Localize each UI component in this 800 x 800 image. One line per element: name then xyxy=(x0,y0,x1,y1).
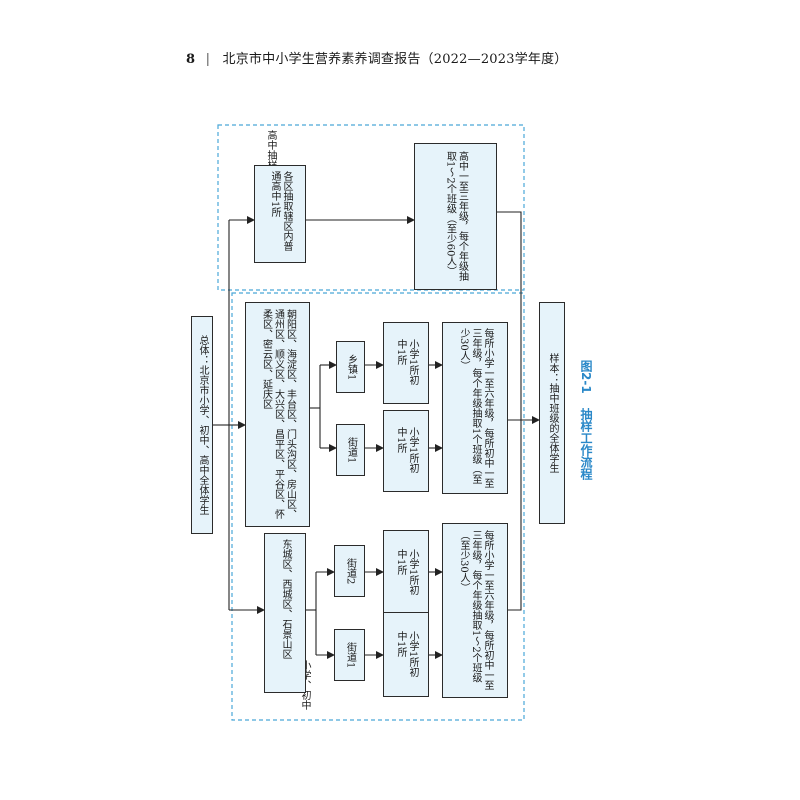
group-b-districts-box: 东城区、西城区、石景山区 xyxy=(264,533,306,693)
sample-text: 样本：抽中班级的全体学生 xyxy=(547,353,558,473)
town-school-box: 小学1所初中1所 xyxy=(383,322,429,404)
street-a-school-box: 小学1所初中1所 xyxy=(383,410,429,492)
page-number: 8 xyxy=(186,52,196,67)
high-school-region-label: 高中抽样 xyxy=(265,130,276,170)
primary-middle-region xyxy=(231,292,525,721)
street1-b-box: 街道1 xyxy=(334,629,365,681)
high-school-region xyxy=(217,124,525,291)
figure-number: 图2-1 xyxy=(579,360,593,394)
header-separator: | xyxy=(205,52,211,67)
street2-school-text: 小学1所初中1所 xyxy=(395,548,418,595)
street2-school-box: 小学1所初中1所 xyxy=(383,530,429,615)
group-a-districts-text: 朝阳区、海淀区、丰台区、门头沟区、房山区、通州区、顺义区、大兴区、昌平区、平谷区… xyxy=(260,308,296,519)
group-a-classes-box: 每所小学一至六年级，每所初中一至三年级，每个年级抽取1个班级（至少30人） xyxy=(442,322,508,494)
town-box: 乡镇1 xyxy=(336,341,365,393)
town-school-text: 小学1所初中1所 xyxy=(395,339,418,386)
street2-text: 街道2 xyxy=(344,557,356,585)
connector-group-b-to-sample xyxy=(508,420,522,611)
group-b-classes-text: 每所小学一至六年级，每所初中一至三年级，每个年级抽取1～2个班级（至少30人） xyxy=(458,529,493,690)
group-a-classes-text: 每所小学一至六年级，每所初中一至三年级，每个年级抽取1个班级（至少30人） xyxy=(458,328,493,488)
figure-caption: 图2-1 抽样工作流程 xyxy=(578,360,595,480)
street2-box: 街道2 xyxy=(334,545,365,597)
group-b-districts-text: 东城区、西城区、石景山区 xyxy=(280,539,291,659)
sample-box: 样本：抽中班级的全体学生 xyxy=(539,302,565,524)
street1-b-school-text: 小学1所初中1所 xyxy=(395,630,418,677)
high-school-classes-text: 高中一至三年级，每个年级抽取1～2个班级（至少60人） xyxy=(444,150,468,281)
connector-high-classes-to-sample xyxy=(497,211,522,420)
street-a-school-text: 小学1所初中1所 xyxy=(395,427,418,474)
book-title: 北京市中小学生营养素养调查报告（2022—2023学年度） xyxy=(222,52,568,67)
running-header: 8 | 北京市中小学生营养素养调查报告（2022—2023学年度） xyxy=(186,48,568,67)
group-b-classes-box: 每所小学一至六年级，每所初中一至三年级，每个年级抽取1～2个班级（至少30人） xyxy=(442,523,508,698)
high-school-select-text: 各区抽取辖区内普通高中1所 xyxy=(269,171,292,251)
high-school-select-box: 各区抽取辖区内普通高中1所 xyxy=(254,165,306,263)
street1-b-school-box: 小学1所初中1所 xyxy=(383,612,429,697)
town-text: 乡镇1 xyxy=(345,353,357,381)
group-a-districts-box: 朝阳区、海淀区、丰台区、门头沟区、房山区、通州区、顺义区、大兴区、昌平区、平谷区… xyxy=(245,302,310,527)
population-text: 总体：北京市小学、初中、高中全体学生 xyxy=(197,335,208,515)
population-box: 总体：北京市小学、初中、高中全体学生 xyxy=(191,316,213,534)
street-a-box: 街道1 xyxy=(336,424,365,476)
street1-b-text: 街道1 xyxy=(344,641,356,669)
high-school-classes-box: 高中一至三年级，每个年级抽取1～2个班级（至少60人） xyxy=(414,143,497,290)
figure-title: 抽样工作流程 xyxy=(579,407,593,480)
street-a-text: 街道1 xyxy=(345,436,357,464)
